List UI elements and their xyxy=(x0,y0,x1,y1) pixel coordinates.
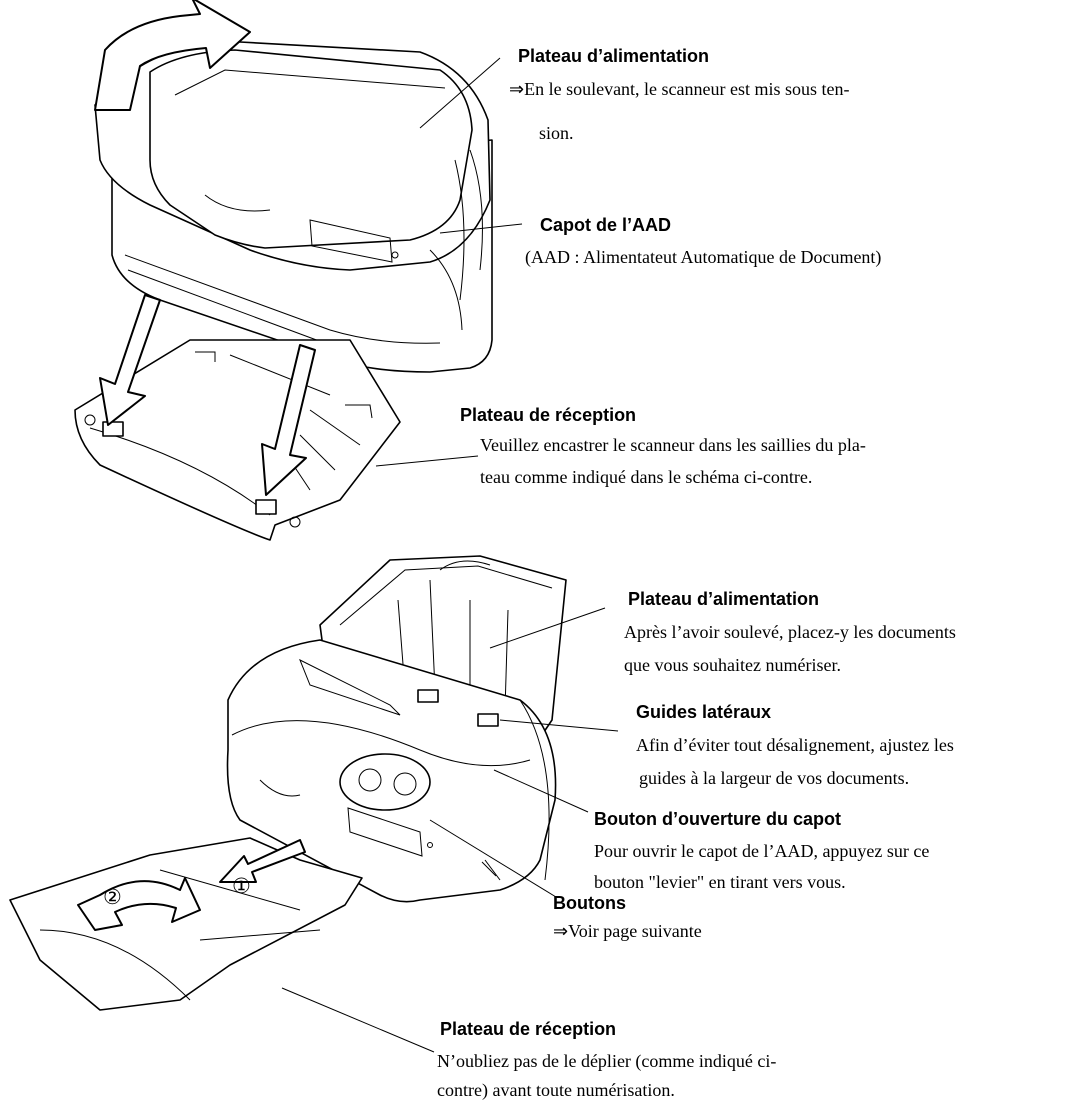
top-output-tray-title: Plateau de réception xyxy=(460,405,637,425)
output-tray-illustration xyxy=(74,294,401,541)
leader-line xyxy=(281,987,435,1053)
bottom-output-tray-text-1: N’oubliez pas de le déplier (comme indiq… xyxy=(437,1051,777,1071)
cover-open-button-text-2: bouton "levier" en tirant vers vous. xyxy=(594,872,846,892)
side-guides-text-1: Afin d’éviter tout désalignement, ajuste… xyxy=(636,735,954,755)
step-2-marker: ② xyxy=(103,885,122,909)
bottom-feed-tray-text-2: que vous souhaitez numériser. xyxy=(624,655,841,675)
cover-open-button-text-1: Pour ouvrir le capot de l’AAD, appuyez s… xyxy=(594,841,930,861)
leader-line xyxy=(481,861,497,877)
step-1-marker: ① xyxy=(232,874,251,898)
side-guides-title: Guides latéraux xyxy=(636,702,772,722)
buttons-text: ⇒Voir page suivante xyxy=(553,921,702,941)
closed-scanner-illustration xyxy=(94,0,493,373)
top-output-tray-text-1: Veuillez encastrer le scanneur dans les … xyxy=(480,435,866,455)
open-scanner-illustration xyxy=(9,555,567,1011)
side-guides-text-2: guides à la largeur de vos documents. xyxy=(639,768,910,788)
leader-line xyxy=(499,719,619,732)
leader-line xyxy=(375,455,479,467)
bottom-feed-tray-title: Plateau d’alimentation xyxy=(628,589,820,609)
leader-line xyxy=(493,769,589,813)
adf-cover-title: Capot de l’AAD xyxy=(540,215,672,235)
bottom-feed-tray-text-1: Après l’avoir soulevé, placez-y les docu… xyxy=(624,622,956,642)
leader-line xyxy=(439,223,523,234)
leader-line xyxy=(489,607,606,649)
bottom-output-tray-title: Plateau de réception xyxy=(440,1019,617,1039)
cover-open-button-title: Bouton d’ouverture du capot xyxy=(594,809,841,829)
leader-line xyxy=(419,57,501,129)
adf-cover-text: (AAD : Alimentateut Automatique de Docum… xyxy=(525,247,882,267)
top-feed-tray-title: Plateau d’alimentation xyxy=(518,46,710,66)
top-feed-tray-text-2: sion. xyxy=(539,123,574,143)
buttons-title: Boutons xyxy=(553,893,626,913)
leader-line xyxy=(429,819,557,898)
top-feed-tray-text-1: ⇒En le soulevant, le scanneur est mis so… xyxy=(509,79,850,99)
bottom-output-tray-text-2: contre) avant toute numérisation. xyxy=(437,1080,675,1100)
top-output-tray-text-2: teau comme indiqué dans le schéma ci-con… xyxy=(480,467,813,487)
